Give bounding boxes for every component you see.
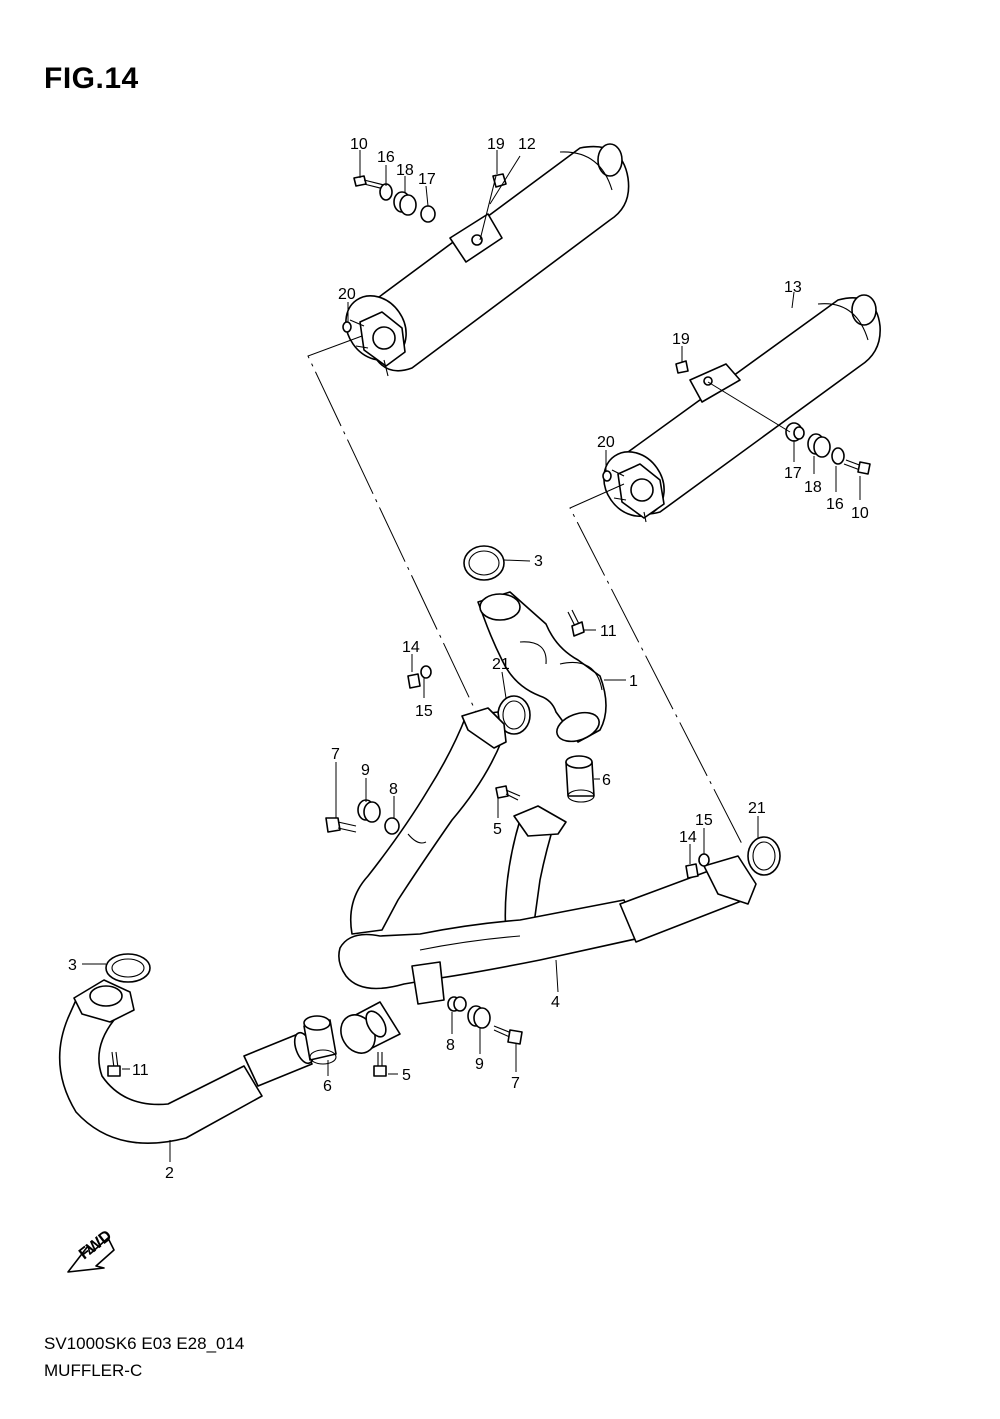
collar-17-upper[interactable] xyxy=(420,205,436,223)
nut-14-upper[interactable] xyxy=(407,673,421,689)
callout-18: 18 xyxy=(396,162,414,179)
exhaust-pipe-4[interactable] xyxy=(334,707,757,1059)
washer-16-upper[interactable] xyxy=(379,183,393,201)
bolt-7-lower[interactable] xyxy=(493,1025,523,1045)
bolt-7-upper[interactable] xyxy=(325,817,357,833)
gasket-20-right[interactable] xyxy=(602,470,612,482)
callout-14: 14 xyxy=(679,829,697,846)
callout-19: 19 xyxy=(672,331,690,348)
callout-2: 2 xyxy=(165,1165,174,1182)
model-code: SV1000SK6 E03 E28_014 xyxy=(44,1334,245,1353)
callout-9: 9 xyxy=(361,762,370,779)
callout-5: 5 xyxy=(402,1067,411,1084)
callout-11: 11 xyxy=(600,623,617,640)
callout-9: 9 xyxy=(475,1056,484,1073)
figure-name: MUFFLER-C xyxy=(44,1361,143,1380)
callout-7: 7 xyxy=(331,746,340,763)
collar-8-upper[interactable] xyxy=(384,817,400,835)
fwd-arrow-icon: FWD xyxy=(67,1227,115,1273)
callout-12: 12 xyxy=(518,136,536,153)
nut-19-right[interactable] xyxy=(675,360,689,374)
cushion-18-right[interactable] xyxy=(807,433,831,458)
callout-21: 21 xyxy=(492,656,510,673)
callout-7: 7 xyxy=(511,1075,520,1092)
gasket-20-upper[interactable] xyxy=(342,321,352,333)
callout-16: 16 xyxy=(377,149,395,166)
muffler-13[interactable] xyxy=(592,294,881,528)
washer-15-right[interactable] xyxy=(698,853,710,867)
callout-13: 13 xyxy=(784,279,802,296)
bolt-11-lower[interactable] xyxy=(107,1051,121,1077)
collar-17-right[interactable] xyxy=(785,422,805,442)
callout-6: 6 xyxy=(602,772,611,789)
callout-10: 10 xyxy=(350,136,368,153)
callout-leaders xyxy=(82,150,861,1162)
callout-16: 16 xyxy=(826,496,844,513)
gasket-3-upper[interactable] xyxy=(463,545,505,581)
callout-1: 1 xyxy=(629,673,638,690)
routing-line-left xyxy=(307,335,477,713)
clamp-lower[interactable] xyxy=(362,1008,390,1040)
exhaust-pipe-1[interactable] xyxy=(477,591,607,747)
sleeve-6-lower[interactable] xyxy=(303,1015,337,1065)
bolt-5-upper[interactable] xyxy=(495,785,521,801)
muffler-12[interactable] xyxy=(334,143,630,377)
callout-5: 5 xyxy=(493,821,502,838)
callout-17: 17 xyxy=(784,465,802,482)
bolt-10-right[interactable] xyxy=(843,459,871,475)
callout-18: 18 xyxy=(804,479,822,496)
callout-4: 4 xyxy=(551,994,560,1011)
washer-15-upper[interactable] xyxy=(420,665,432,679)
callout-20: 20 xyxy=(338,286,356,303)
callout-3: 3 xyxy=(534,553,543,570)
gasket-3-lower[interactable] xyxy=(105,953,151,983)
cushion-18-upper[interactable] xyxy=(393,191,417,216)
figure-title: FIG.14 xyxy=(44,62,139,95)
cushion-9-upper[interactable] xyxy=(357,799,381,823)
washer-16-right[interactable] xyxy=(831,447,845,465)
gasket-21-right[interactable] xyxy=(747,836,781,876)
callout-15: 15 xyxy=(695,812,713,829)
callout-17: 17 xyxy=(418,171,436,188)
exhaust-pipe-2[interactable] xyxy=(58,979,317,1144)
cushion-9-lower[interactable] xyxy=(467,1005,491,1029)
routing-line-right xyxy=(569,483,743,845)
callout-15: 15 xyxy=(415,703,433,720)
callout-19: 19 xyxy=(487,136,505,153)
callout-14: 14 xyxy=(402,639,420,656)
callout-11: 11 xyxy=(132,1062,149,1079)
bolt-5-lower[interactable] xyxy=(373,1052,387,1077)
callout-3: 3 xyxy=(68,957,77,974)
callout-10: 10 xyxy=(851,505,869,522)
callout-21: 21 xyxy=(748,800,766,817)
callout-8: 8 xyxy=(389,781,398,798)
sleeve-6-upper[interactable] xyxy=(565,755,595,803)
callout-6: 6 xyxy=(323,1078,332,1095)
collar-8-lower[interactable] xyxy=(447,996,467,1012)
nut-14-right[interactable] xyxy=(685,863,699,879)
bolt-11-upper[interactable] xyxy=(567,609,585,637)
callout-20: 20 xyxy=(597,434,615,451)
callout-labels: 10 16 18 17 19 12 20 13 19 20 17 18 16 1… xyxy=(68,136,869,1182)
callout-8: 8 xyxy=(446,1037,455,1054)
